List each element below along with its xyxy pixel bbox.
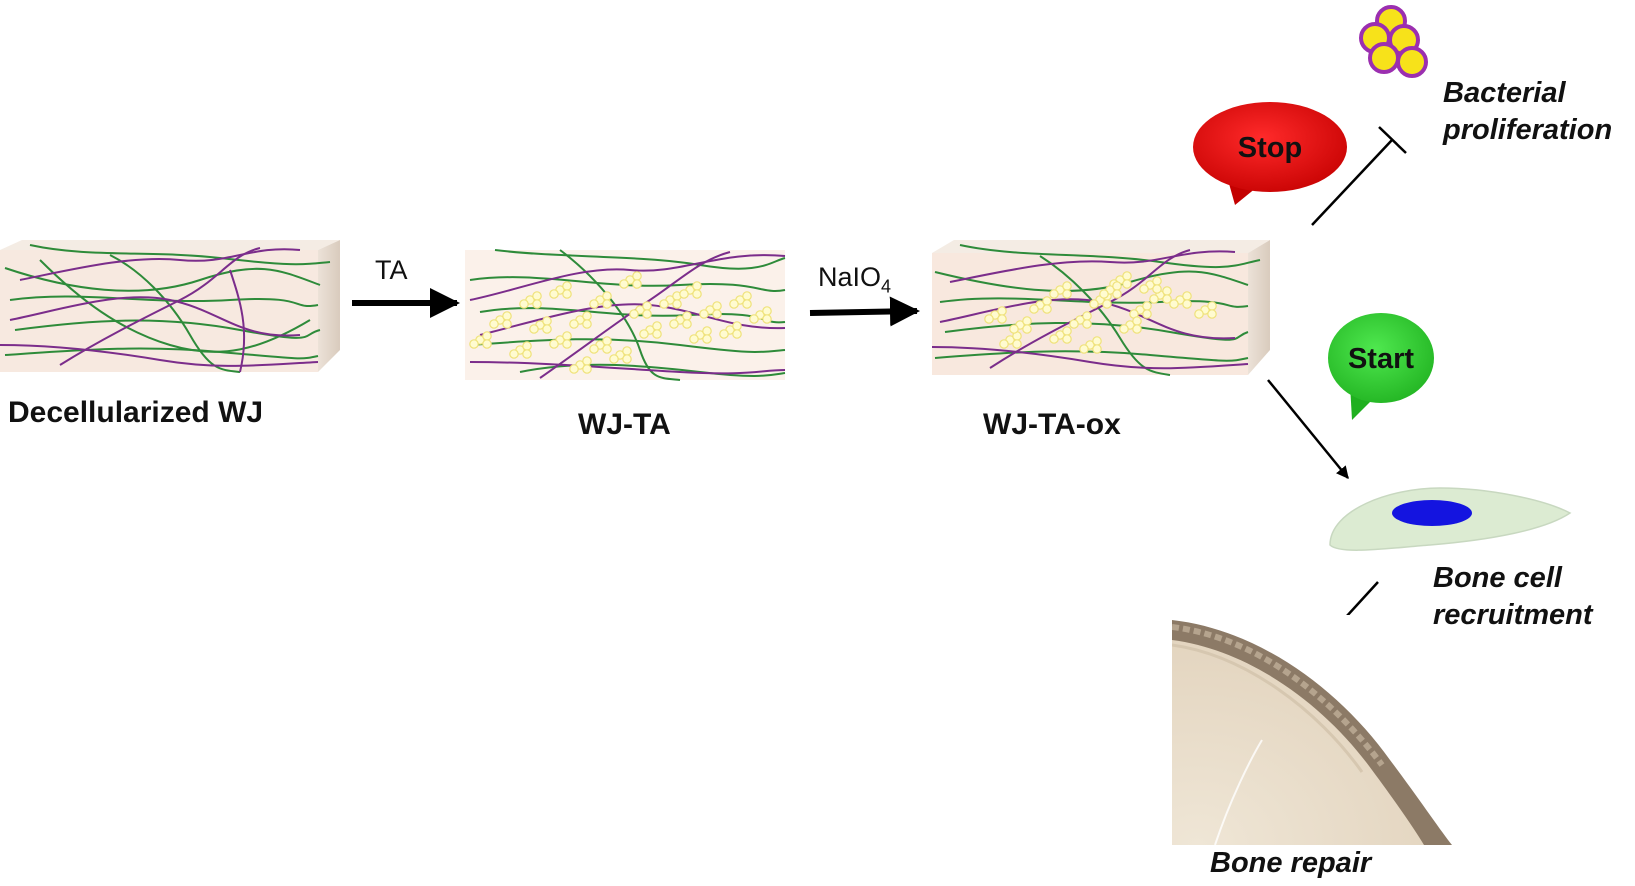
ox-particle — [1079, 336, 1102, 354]
ox-particle — [1169, 291, 1192, 309]
ox-particle — [1149, 286, 1172, 304]
wj-ta-block — [465, 249, 786, 381]
bone-repair-image — [1172, 615, 1477, 845]
nucleus-icon — [1392, 500, 1472, 526]
bone-cell-line-2: recruitment — [1433, 599, 1593, 631]
label-bacterial-proliferation: Bacterial proliferation — [1443, 75, 1612, 149]
ox-particle — [1049, 326, 1072, 344]
stop-bubble: Stop — [1193, 102, 1347, 205]
bone-cell-line-1: Bone cell — [1433, 562, 1562, 594]
collagen-fibers-ox — [931, 244, 1261, 376]
reagent-naio4: NaIO4 — [818, 262, 891, 297]
ox-particle — [1119, 316, 1142, 334]
ta-particle — [689, 326, 712, 344]
ta-particle — [509, 341, 532, 359]
reagent-naio4-main: NaIO — [818, 262, 882, 292]
label-decellularized-wj: Decellularized WJ — [8, 396, 264, 429]
label-wj-ta: WJ-TA — [578, 408, 671, 441]
bacterial-line-2: proliferation — [1443, 114, 1613, 146]
ta-particle — [659, 291, 682, 309]
ox-particle — [1009, 316, 1032, 334]
ta-particle — [589, 336, 612, 354]
stop-label: Stop — [1238, 132, 1302, 164]
ta-particle — [589, 291, 612, 309]
start-bubble: Start — [1328, 313, 1434, 420]
decellularized-wj-block — [0, 240, 340, 373]
ta-particle — [569, 311, 592, 329]
tannic-acid-particles — [469, 271, 772, 374]
ta-particle — [519, 291, 542, 309]
bacteria-cluster-icon — [1359, 5, 1428, 78]
label-bone-cell-recruitment: Bone cell recruitment — [1433, 560, 1593, 634]
ox-particle — [999, 331, 1022, 349]
ta-particle — [749, 306, 772, 324]
ta-particle — [679, 281, 702, 299]
ox-particle — [984, 306, 1007, 324]
collagen-fibers — [0, 244, 331, 373]
ta-particle — [729, 291, 752, 309]
ta-particle — [639, 321, 662, 339]
ta-particle — [469, 331, 492, 349]
start-label: Start — [1348, 343, 1414, 375]
reagent-ta: TA — [375, 255, 408, 285]
ta-particle — [529, 316, 552, 334]
ox-particle — [1099, 281, 1122, 299]
ta-particle — [629, 301, 652, 319]
ta-particle — [549, 281, 572, 299]
ta-particle — [609, 346, 632, 364]
ta-particle — [699, 301, 722, 319]
label-bone-repair: Bone repair — [1210, 847, 1372, 879]
ta-particle — [549, 331, 572, 349]
oxidized-ta-particles — [984, 271, 1217, 354]
ta-particle — [669, 311, 692, 329]
ox-particle — [1194, 301, 1217, 319]
ta-particle — [489, 311, 512, 329]
label-wj-ta-ox: WJ-TA-ox — [983, 408, 1121, 441]
ox-particle — [1069, 311, 1092, 329]
inhibition-arrow — [1311, 126, 1407, 226]
bone-cell-icon — [1329, 487, 1572, 551]
ox-particle — [1029, 296, 1052, 314]
wj-ta-ox-block — [931, 240, 1270, 376]
ta-particle — [719, 321, 742, 339]
ta-particle — [569, 356, 592, 374]
bacterial-line-1: Bacterial — [1443, 77, 1566, 109]
reagent-naio4-subscript: 4 — [881, 276, 892, 297]
ox-particle — [1129, 301, 1152, 319]
ta-particle — [619, 271, 642, 289]
ox-particle — [1049, 281, 1072, 299]
ox-particle — [1139, 276, 1162, 294]
arrow-to-bone-cell — [1267, 379, 1349, 479]
arrow-naio4 — [809, 296, 920, 327]
